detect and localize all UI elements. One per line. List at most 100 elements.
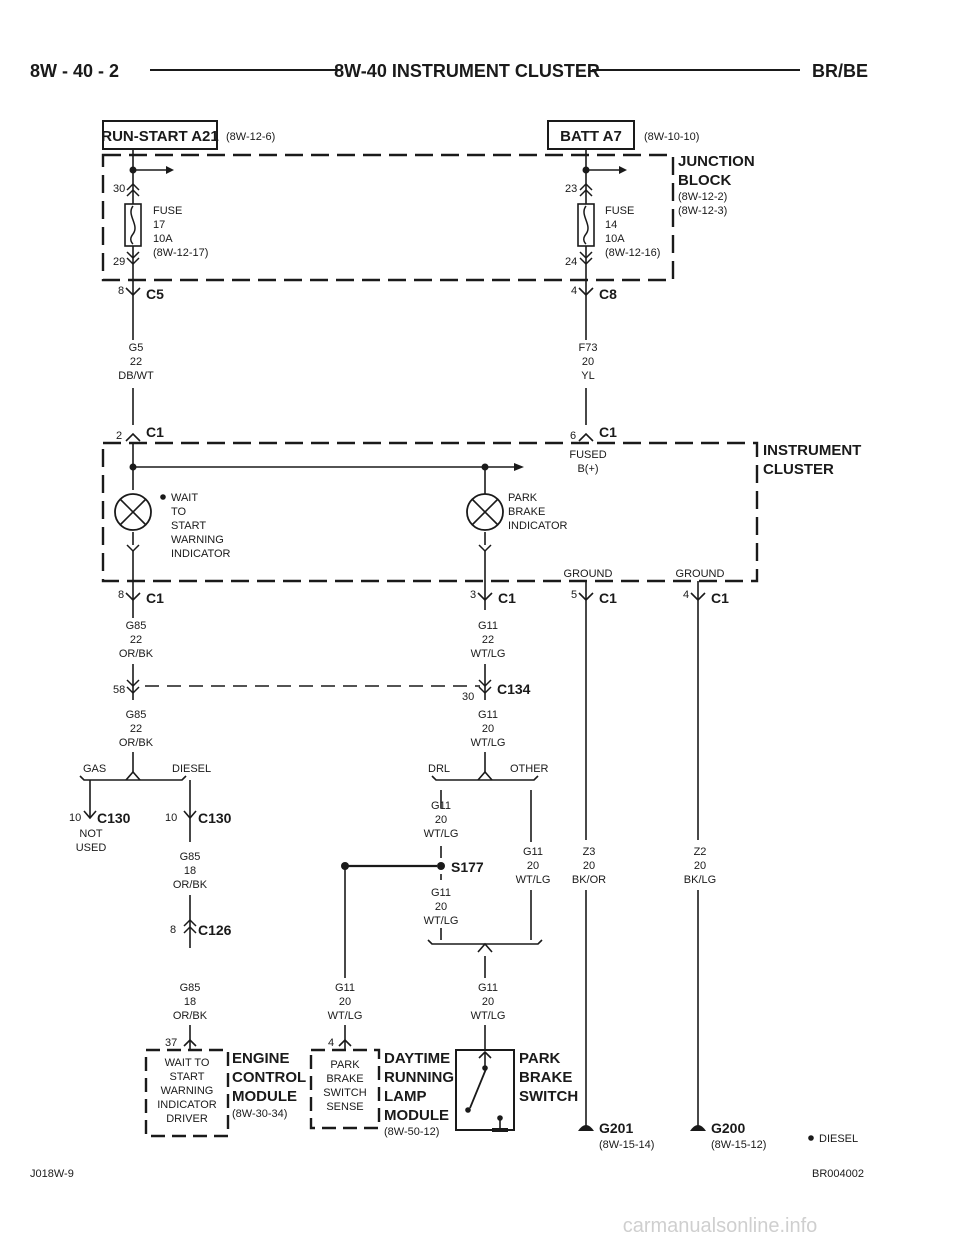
g201-ground-icon	[578, 1125, 594, 1131]
wire-z2-gauge: 20	[694, 860, 706, 872]
instrument-cluster-outline	[101, 441, 759, 583]
c1-in-right-connector: C1	[599, 424, 617, 440]
c134-connector-icon	[126, 679, 492, 695]
wire-g11-f-color: WT/LG	[328, 1010, 363, 1022]
wire-g11-b-circuit: G11	[478, 709, 498, 721]
wire-g85-d-gauge: 18	[184, 996, 196, 1008]
g201-ref: (8W-15-14)	[599, 1139, 654, 1151]
park-switch-title-3: SWITCH	[519, 1088, 578, 1105]
junction-block-title: JUNCTION	[678, 153, 755, 170]
fuse-14-number: 14	[605, 219, 617, 231]
drl-module-box	[309, 1048, 381, 1130]
page-model: BR/BE	[812, 61, 868, 81]
gas-diesel-split	[79, 752, 197, 820]
drl-title-4: MODULE	[384, 1107, 449, 1124]
not-used-label: NOT	[79, 828, 103, 840]
g201-label: G201	[599, 1120, 633, 1136]
park-lamp-label-3: INDICATOR	[508, 520, 568, 532]
wire-z2-circuit: Z2	[694, 846, 707, 858]
c130-b-connector: C130	[198, 810, 232, 826]
park-switch-merge	[338, 939, 543, 1050]
c5-pin: 8	[118, 285, 124, 297]
wire-g11-e-gauge: 20	[435, 901, 447, 913]
fused-b-plus-label: FUSED	[569, 449, 606, 461]
wire-z2-color: BK/LG	[684, 874, 716, 886]
wire-z3-circuit: Z3	[583, 846, 596, 858]
fuse-17-pin-bottom: 29	[113, 256, 125, 268]
s177-splice	[341, 862, 445, 978]
g200-ref: (8W-15-12)	[711, 1139, 766, 1151]
wire-g11-a-circuit: G11	[478, 620, 498, 632]
c1-in-right-pin: 6	[570, 430, 576, 442]
fuse-14-rating: 10A	[605, 233, 625, 245]
wire-z3-color: BK/OR	[572, 874, 606, 886]
run-start-ref: (8W-12-6)	[226, 131, 275, 143]
wire-f73-gauge: 20	[582, 356, 594, 368]
fuse-14-ref: (8W-12-16)	[605, 247, 660, 259]
wire-g5-color: DB/WT	[118, 370, 154, 382]
wire-g11-g-gauge: 20	[482, 996, 494, 1008]
fuse-14-label: FUSE	[605, 205, 634, 217]
drl-title-1: DAYTIME	[384, 1050, 450, 1067]
c1-out-5-pin: 5	[571, 589, 577, 601]
c1-out-3-connector: C1	[498, 590, 516, 606]
c1-out-4-connector: C1	[711, 590, 729, 606]
ground-label-2: GROUND	[676, 568, 725, 580]
ecm-box-line-2: START	[169, 1071, 204, 1083]
wire-z3-gauge: 20	[583, 860, 595, 872]
batt-ref: (8W-10-10)	[644, 131, 699, 143]
cluster-internal-wiring	[126, 443, 524, 610]
c1-in-left-connector: C1	[146, 424, 164, 440]
ecm-box-line-3: WARNING	[161, 1085, 214, 1097]
wire-g11-c-gauge: 20	[435, 814, 447, 826]
c1-out-8-pin: 8	[118, 589, 124, 601]
fuse-14-pin-bottom: 24	[565, 256, 577, 268]
c134-pin-right: 30	[462, 691, 474, 703]
wait-lamp-label-5: INDICATOR	[171, 548, 231, 560]
instrument-cluster-title: INSTRUMENT	[763, 442, 861, 459]
c5-connector: C5	[146, 286, 164, 302]
wire-g11-g-color: WT/LG	[471, 1010, 506, 1022]
fuse-17-pin-top: 30	[113, 183, 125, 195]
ecm-title-1: ENGINE	[232, 1050, 290, 1067]
wire-g11-c-circuit: G11	[431, 800, 451, 812]
c1-out-4-pin: 4	[683, 589, 689, 601]
wire-g85-d-color: OR/BK	[173, 1010, 208, 1022]
wire-g85-c-gauge: 18	[184, 865, 196, 877]
fuse-17-circuit	[124, 149, 174, 305]
wire-g85-c-circuit: G85	[180, 851, 201, 863]
wire-g5-gauge: 22	[130, 356, 142, 368]
legend-bullet-icon	[808, 1135, 814, 1141]
wire-f73-circuit: F73	[579, 342, 598, 354]
wait-to-start-lamp-icon	[114, 493, 152, 531]
footer-left-code: J018W-9	[30, 1168, 74, 1180]
fuse-14-pin-top: 23	[565, 183, 577, 195]
wire-g11-d-gauge: 20	[527, 860, 539, 872]
s177-label: S177	[451, 859, 484, 875]
c130-a-pin: 10	[69, 812, 81, 824]
c130-a-connector: C130	[97, 810, 131, 826]
run-start-label: RUN-START A21	[101, 128, 219, 145]
park-brake-switch-icon	[465, 1050, 508, 1132]
fuse-17-label: FUSE	[153, 205, 182, 217]
park-switch-title-1: PARK	[519, 1050, 561, 1067]
c1-in-left-pin: 2	[116, 430, 122, 442]
wire-g85-c-color: OR/BK	[173, 879, 208, 891]
wire-g85-a-gauge: 22	[130, 634, 142, 646]
wire-g11-b-color: WT/LG	[471, 737, 506, 749]
fused-b-plus-label-2: B(+)	[577, 463, 598, 475]
ecm-box-line-5: DRIVER	[166, 1113, 208, 1125]
page-title: 8W-40 INSTRUMENT CLUSTER	[334, 61, 600, 81]
drl-title-2: RUNNING	[384, 1069, 454, 1086]
c1-out-8-connector: C1	[146, 590, 164, 606]
wire-g11-a-gauge: 22	[482, 634, 494, 646]
instrument-cluster-title-2: CLUSTER	[763, 461, 834, 478]
fuse-14-circuit	[577, 149, 627, 305]
c134-pin-left: 58	[113, 684, 125, 696]
fuse-17-rating: 10A	[153, 233, 173, 245]
ecm-pin: 37	[165, 1037, 177, 1049]
wire-g11-f-gauge: 20	[339, 996, 351, 1008]
wire-g85-b-circuit: G85	[126, 709, 147, 721]
park-brake-lamp-icon	[466, 493, 504, 531]
